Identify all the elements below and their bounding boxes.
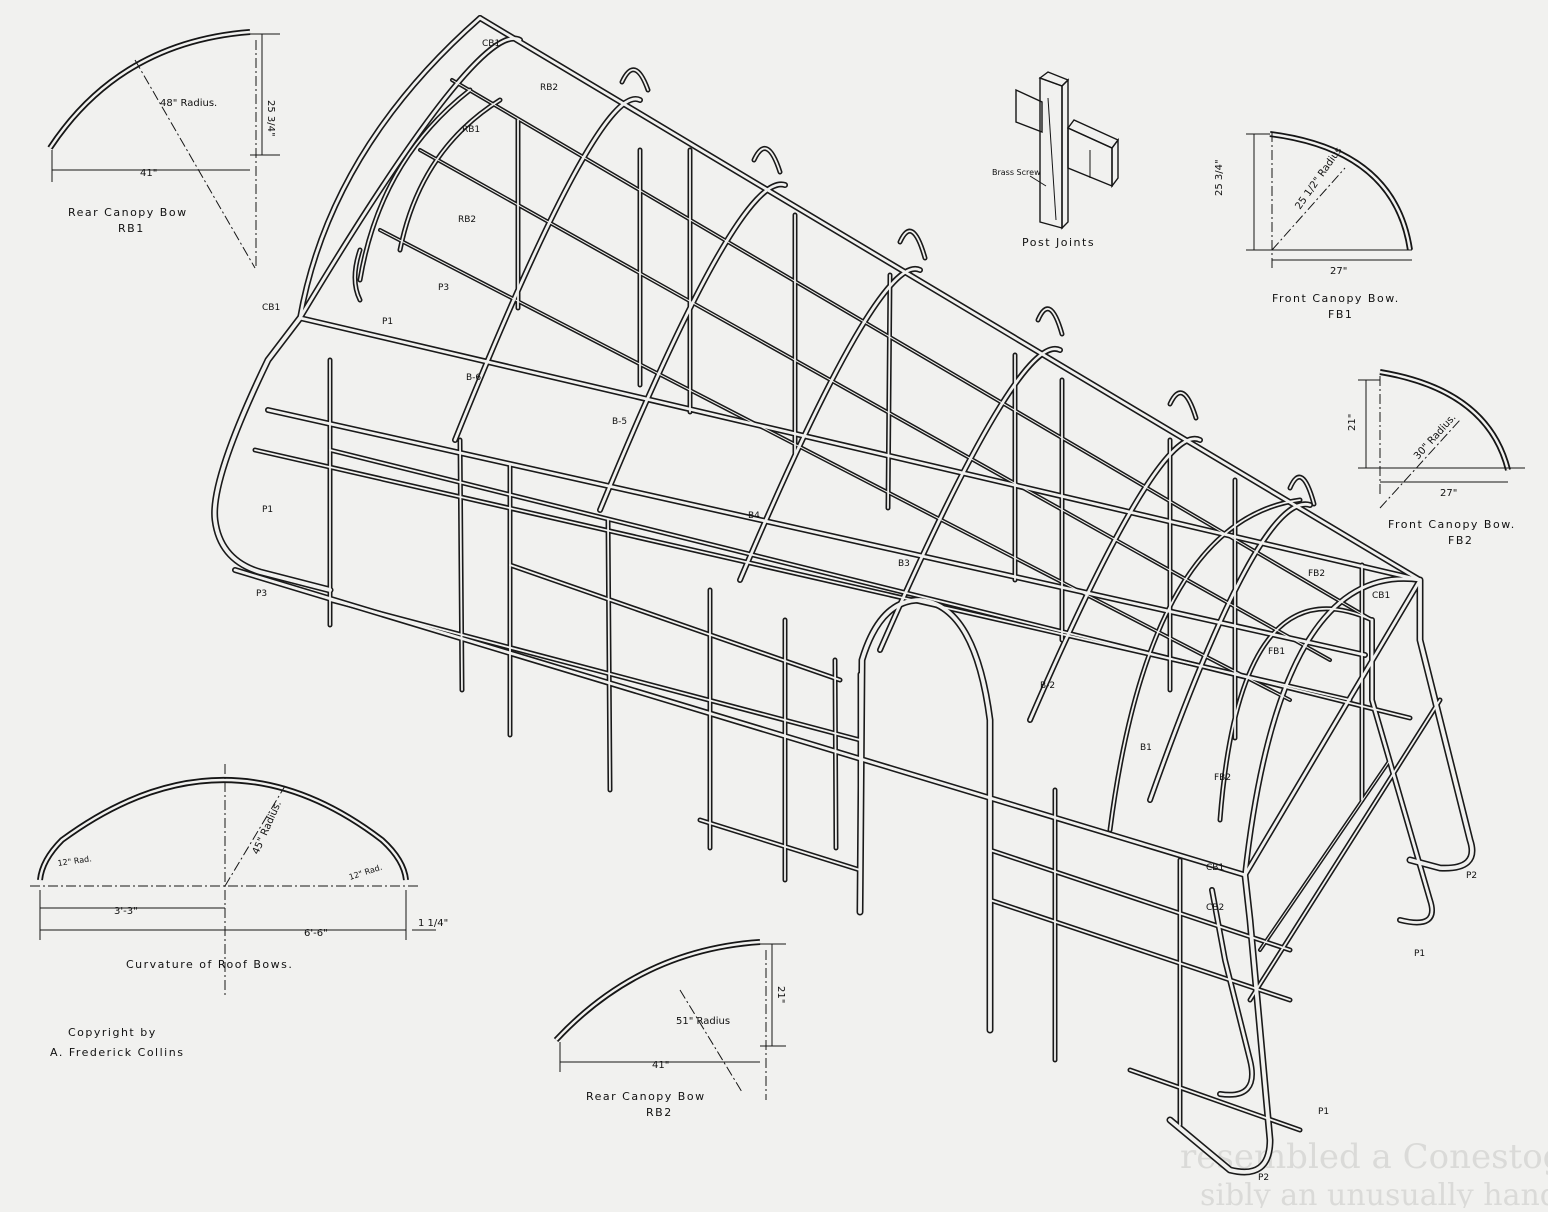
rb1-code: RB1: [118, 222, 145, 235]
rb2-height-label: 21": [775, 986, 786, 1003]
part-label-p1: P1: [1414, 949, 1425, 959]
part-label-b5: B-5: [612, 417, 627, 427]
part-label-b4: B4: [748, 511, 760, 521]
fb2-code: FB2: [1448, 534, 1473, 547]
svg-text:sibly an unusually handsome on: sibly an unusually handsome one, the veh…: [1200, 1178, 1548, 1208]
rb2-code: RB2: [646, 1106, 673, 1119]
post-joints-detail: Brass Screw Post Joints: [992, 71, 1120, 249]
fb2-height-label: 21": [1347, 414, 1358, 431]
thickness-label: 1 1/4": [418, 918, 448, 929]
part-label-cb1: CB1: [482, 39, 500, 49]
part-label-fb2: FB2: [1308, 569, 1325, 579]
roof-bow-shape: [37, 777, 409, 881]
fb2-radius-label: 30" Radius.: [1412, 412, 1458, 462]
post-joints-caption: Post Joints: [1022, 236, 1095, 249]
part-label-p1: P1: [262, 505, 273, 515]
front-canopy-bow-fb2-detail: 21" 30" Radius. 27" Front Canopy Bow. FB…: [1347, 369, 1525, 547]
rb2-width-label: 41": [652, 1060, 669, 1071]
part-label-p1: P1: [382, 317, 393, 327]
part-label-p1: P1: [1318, 1107, 1329, 1117]
part-label-p3: P3: [256, 589, 267, 599]
rb1-width-label: 41": [140, 168, 157, 179]
roof-bow-1: [297, 35, 523, 321]
front-canopy-bow-fb1-detail: 25 3/4" 25 1/2" Radius 27" Front Canopy …: [1214, 131, 1413, 321]
rb1-bow-shape: [47, 29, 251, 150]
rb2-radius-label: 51" Radius: [676, 1016, 730, 1027]
right-rad-label: 12" Rad.: [348, 863, 383, 882]
brass-screw-label: Brass Screw: [992, 168, 1041, 177]
fb1-caption: Front Canopy Bow.: [1272, 292, 1400, 305]
part-label-cb2: CB2: [1206, 903, 1224, 913]
curvature-of-roof-bows-detail: 12" Rad. 12" Rad. 45" Radius. 3'-3" 6'-6…: [30, 764, 448, 998]
fb1-code: FB1: [1328, 308, 1353, 321]
rb1-caption: Rear Canopy Bow: [68, 206, 188, 219]
half-width-label: 3'-3": [114, 906, 138, 917]
part-label-b3: B3: [898, 559, 910, 569]
fb2-width-label: 27": [1440, 488, 1457, 499]
part-label-b1: B1: [1140, 743, 1152, 753]
rb2-caption: Rear Canopy Bow: [586, 1090, 706, 1103]
svg-text:Copyright by: Copyright by: [68, 1026, 157, 1039]
part-label-cb1: CB1: [1206, 863, 1224, 873]
part-label-fb1: FB1: [1268, 647, 1285, 657]
part-label-p2: P2: [1466, 871, 1477, 881]
rear-canopy-bow-rb2b: [397, 97, 503, 253]
curvature-caption: Curvature of Roof Bows.: [126, 958, 293, 971]
frame-part-labels: CB1 RB2 RB1 RB2 CB1 P1 P3 B-6 B-5 B4 P1 …: [256, 39, 1477, 1183]
part-label-p3: P3: [438, 283, 449, 293]
rb1-height-label: 25 3/4": [265, 100, 276, 137]
trailer-frame-isometric: [211, 15, 1476, 1176]
copyright-note: Copyright by A. Frederick Collins: [50, 1026, 184, 1059]
part-label-b6: B-6: [466, 373, 481, 383]
fb1-radius-label: 25 1/2" Radius: [1293, 145, 1344, 211]
part-label-b2: B-2: [1040, 681, 1055, 691]
part-label-cb1: CB1: [262, 303, 280, 313]
rear-canopy-bow-rb1-detail: 48" Radius. 25 3/4" 41" Rear Canopy Bow …: [47, 29, 280, 269]
part-label-fb2: FB2: [1214, 773, 1231, 783]
door-frame: [856, 596, 994, 1034]
left-rad-label: 12" Rad.: [57, 854, 92, 868]
svg-text:A. Frederick Collins: A. Frederick Collins: [50, 1046, 184, 1059]
rb1-radius-label: 48" Radius.: [160, 98, 217, 109]
fb1-width-label: 27": [1330, 266, 1347, 277]
rear-canopy-bow-rb2-detail: 51" Radius 21" 41" Rear Canopy Bow RB2: [553, 939, 786, 1119]
part-label-rb2: RB2: [458, 215, 476, 225]
fb2-caption: Front Canopy Bow.: [1388, 518, 1516, 531]
full-width-label: 6'-6": [304, 928, 328, 939]
roof-radius-label: 45" Radius.: [251, 799, 284, 856]
fb1-height-label: 25 3/4": [1214, 159, 1225, 196]
part-label-p2: P2: [1258, 1173, 1269, 1183]
part-label-rb1: RB1: [462, 125, 480, 135]
part-label-rb2: RB2: [540, 83, 558, 93]
rear-canopy-bow-rb2: [357, 87, 473, 283]
part-label-cb1: CB1: [1372, 591, 1390, 601]
